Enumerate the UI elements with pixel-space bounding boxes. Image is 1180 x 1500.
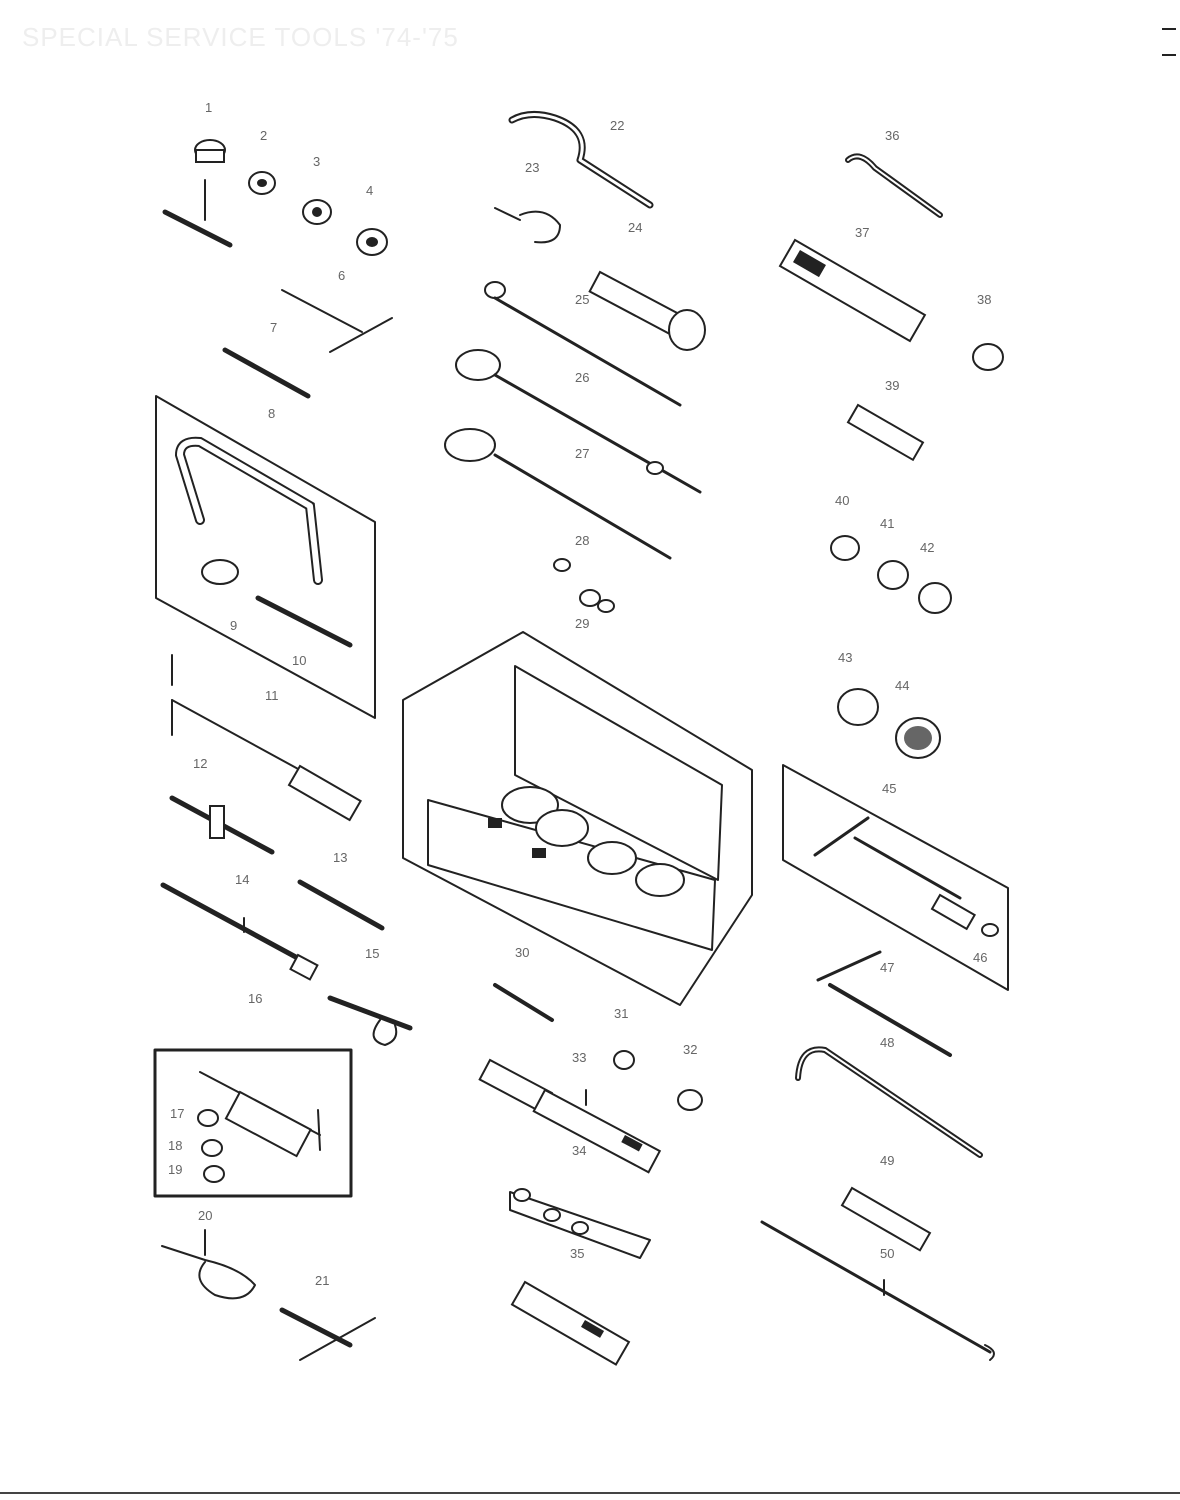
callout-50: 50: [880, 1246, 894, 1261]
callout-29: 29: [575, 616, 589, 631]
tool-27-gauge: [444, 428, 672, 560]
tool-15-puller: [327, 995, 413, 1046]
callout-7: 7: [270, 320, 277, 335]
tool-38-socket: [972, 343, 1004, 371]
callout-49: 49: [880, 1153, 894, 1168]
tool-50-rod: [760, 1220, 995, 1361]
callout-23: 23: [525, 160, 539, 175]
callout-17: 17: [170, 1106, 184, 1121]
callout-13: 13: [333, 850, 347, 865]
tool-40-socket: [830, 535, 860, 561]
tool-12-tbar: [169, 795, 275, 855]
callout-20: 20: [198, 1208, 212, 1223]
corner-registration-mark: [1162, 20, 1176, 60]
callout-43: 43: [838, 650, 852, 665]
page-title: SPECIAL SERVICE TOOLS '74-'75: [22, 22, 459, 52]
tool-22-spanner: [508, 111, 654, 209]
tool-4-socket: [356, 228, 388, 256]
tool-33-34-handle: [478, 1058, 662, 1174]
callout-41: 41: [880, 516, 894, 531]
callout-33: 33: [572, 1050, 586, 1065]
panel-45-46-holder: [782, 764, 1009, 991]
leader-lines: [204, 917, 885, 1296]
tool-13-socket-bar: [297, 879, 385, 931]
tool-43-socket: [837, 688, 879, 726]
callout-32: 32: [683, 1042, 697, 1057]
callout-31: 31: [614, 1006, 628, 1021]
tool-26-gauge: [455, 349, 702, 494]
tool-case-box: [402, 631, 753, 1006]
tool-driver-handle: [510, 1280, 631, 1366]
panel-17-19-kit: [153, 1048, 353, 1198]
callout-36: 36: [885, 128, 899, 143]
callout-37: 37: [855, 225, 869, 240]
tool-39-adapter: [846, 403, 925, 462]
callout-26: 26: [575, 370, 589, 385]
callout-45: 45: [882, 781, 896, 796]
tool-6-tbar: [281, 289, 393, 353]
callout-8: 8: [268, 406, 275, 421]
tool-32-socket: [613, 1050, 635, 1070]
callout-9: 9: [230, 618, 237, 633]
callout-1: 1: [205, 100, 212, 115]
callout-27: 27: [575, 446, 589, 461]
callout-40: 40: [835, 493, 849, 508]
tool-21-tbar: [279, 1307, 376, 1361]
callout-6: 6: [338, 268, 345, 283]
tool-7-driver: [222, 347, 311, 399]
callout-12: 12: [193, 756, 207, 771]
tool-49-bar: [840, 1186, 932, 1252]
callout-34: 34: [572, 1143, 586, 1158]
tool-24-hammer: [588, 270, 706, 351]
tool-hook-driver: [795, 1046, 983, 1158]
callout-21: 21: [315, 1273, 329, 1288]
tool-35-holder: [509, 1188, 651, 1259]
callout-48: 48: [880, 1035, 894, 1050]
callout-10: 10: [292, 653, 306, 668]
tool-2-socket: [248, 171, 276, 195]
tool-42-socket: [918, 582, 952, 614]
panel-8-holder: [155, 395, 376, 719]
callout-25: 25: [575, 292, 589, 307]
callout-2: 2: [260, 128, 267, 143]
callout-38: 38: [977, 292, 991, 307]
tool-44-socket: [895, 717, 941, 759]
tool-28-29-parts: [553, 558, 615, 613]
callout-19: 19: [168, 1162, 182, 1177]
callout-35: 35: [570, 1246, 584, 1261]
tool-14-extension: [160, 882, 319, 981]
callout-42: 42: [920, 540, 934, 555]
callout-labels: 1 2 3 4 6 7 8 9 10 11 12 13 14 15 16 17 …: [168, 100, 991, 1288]
callout-18: 18: [168, 1138, 182, 1153]
tool-23-holder: [494, 207, 561, 244]
tool-31-socket: [677, 1089, 703, 1111]
tool-37-handle: [778, 238, 927, 343]
callout-30: 30: [515, 945, 529, 960]
callout-44: 44: [895, 678, 909, 693]
callout-46: 46: [973, 950, 987, 965]
callout-39: 39: [885, 378, 899, 393]
tool-47-48-driver: [816, 950, 952, 1057]
callout-4: 4: [366, 183, 373, 198]
callout-15: 15: [365, 946, 379, 961]
callout-3: 3: [313, 154, 320, 169]
tool-41-socket: [877, 560, 909, 590]
callout-22: 22: [610, 118, 624, 133]
tool-3-socket: [302, 199, 332, 225]
callout-16: 16: [248, 991, 262, 1006]
tool-25-rod: [484, 281, 682, 407]
bottom-rule: [0, 1492, 1180, 1494]
tool-11-handle: [171, 654, 362, 822]
callout-24: 24: [628, 220, 642, 235]
callout-11: 11: [265, 688, 279, 703]
callout-47: 47: [880, 960, 894, 975]
callout-28: 28: [575, 533, 589, 548]
tool-30-punch: [493, 983, 554, 1022]
tool-1-punch: [162, 139, 233, 248]
callout-14: 14: [235, 872, 249, 887]
tool-20-clamp: [161, 1229, 256, 1300]
tool-36-spanner: [845, 153, 943, 218]
